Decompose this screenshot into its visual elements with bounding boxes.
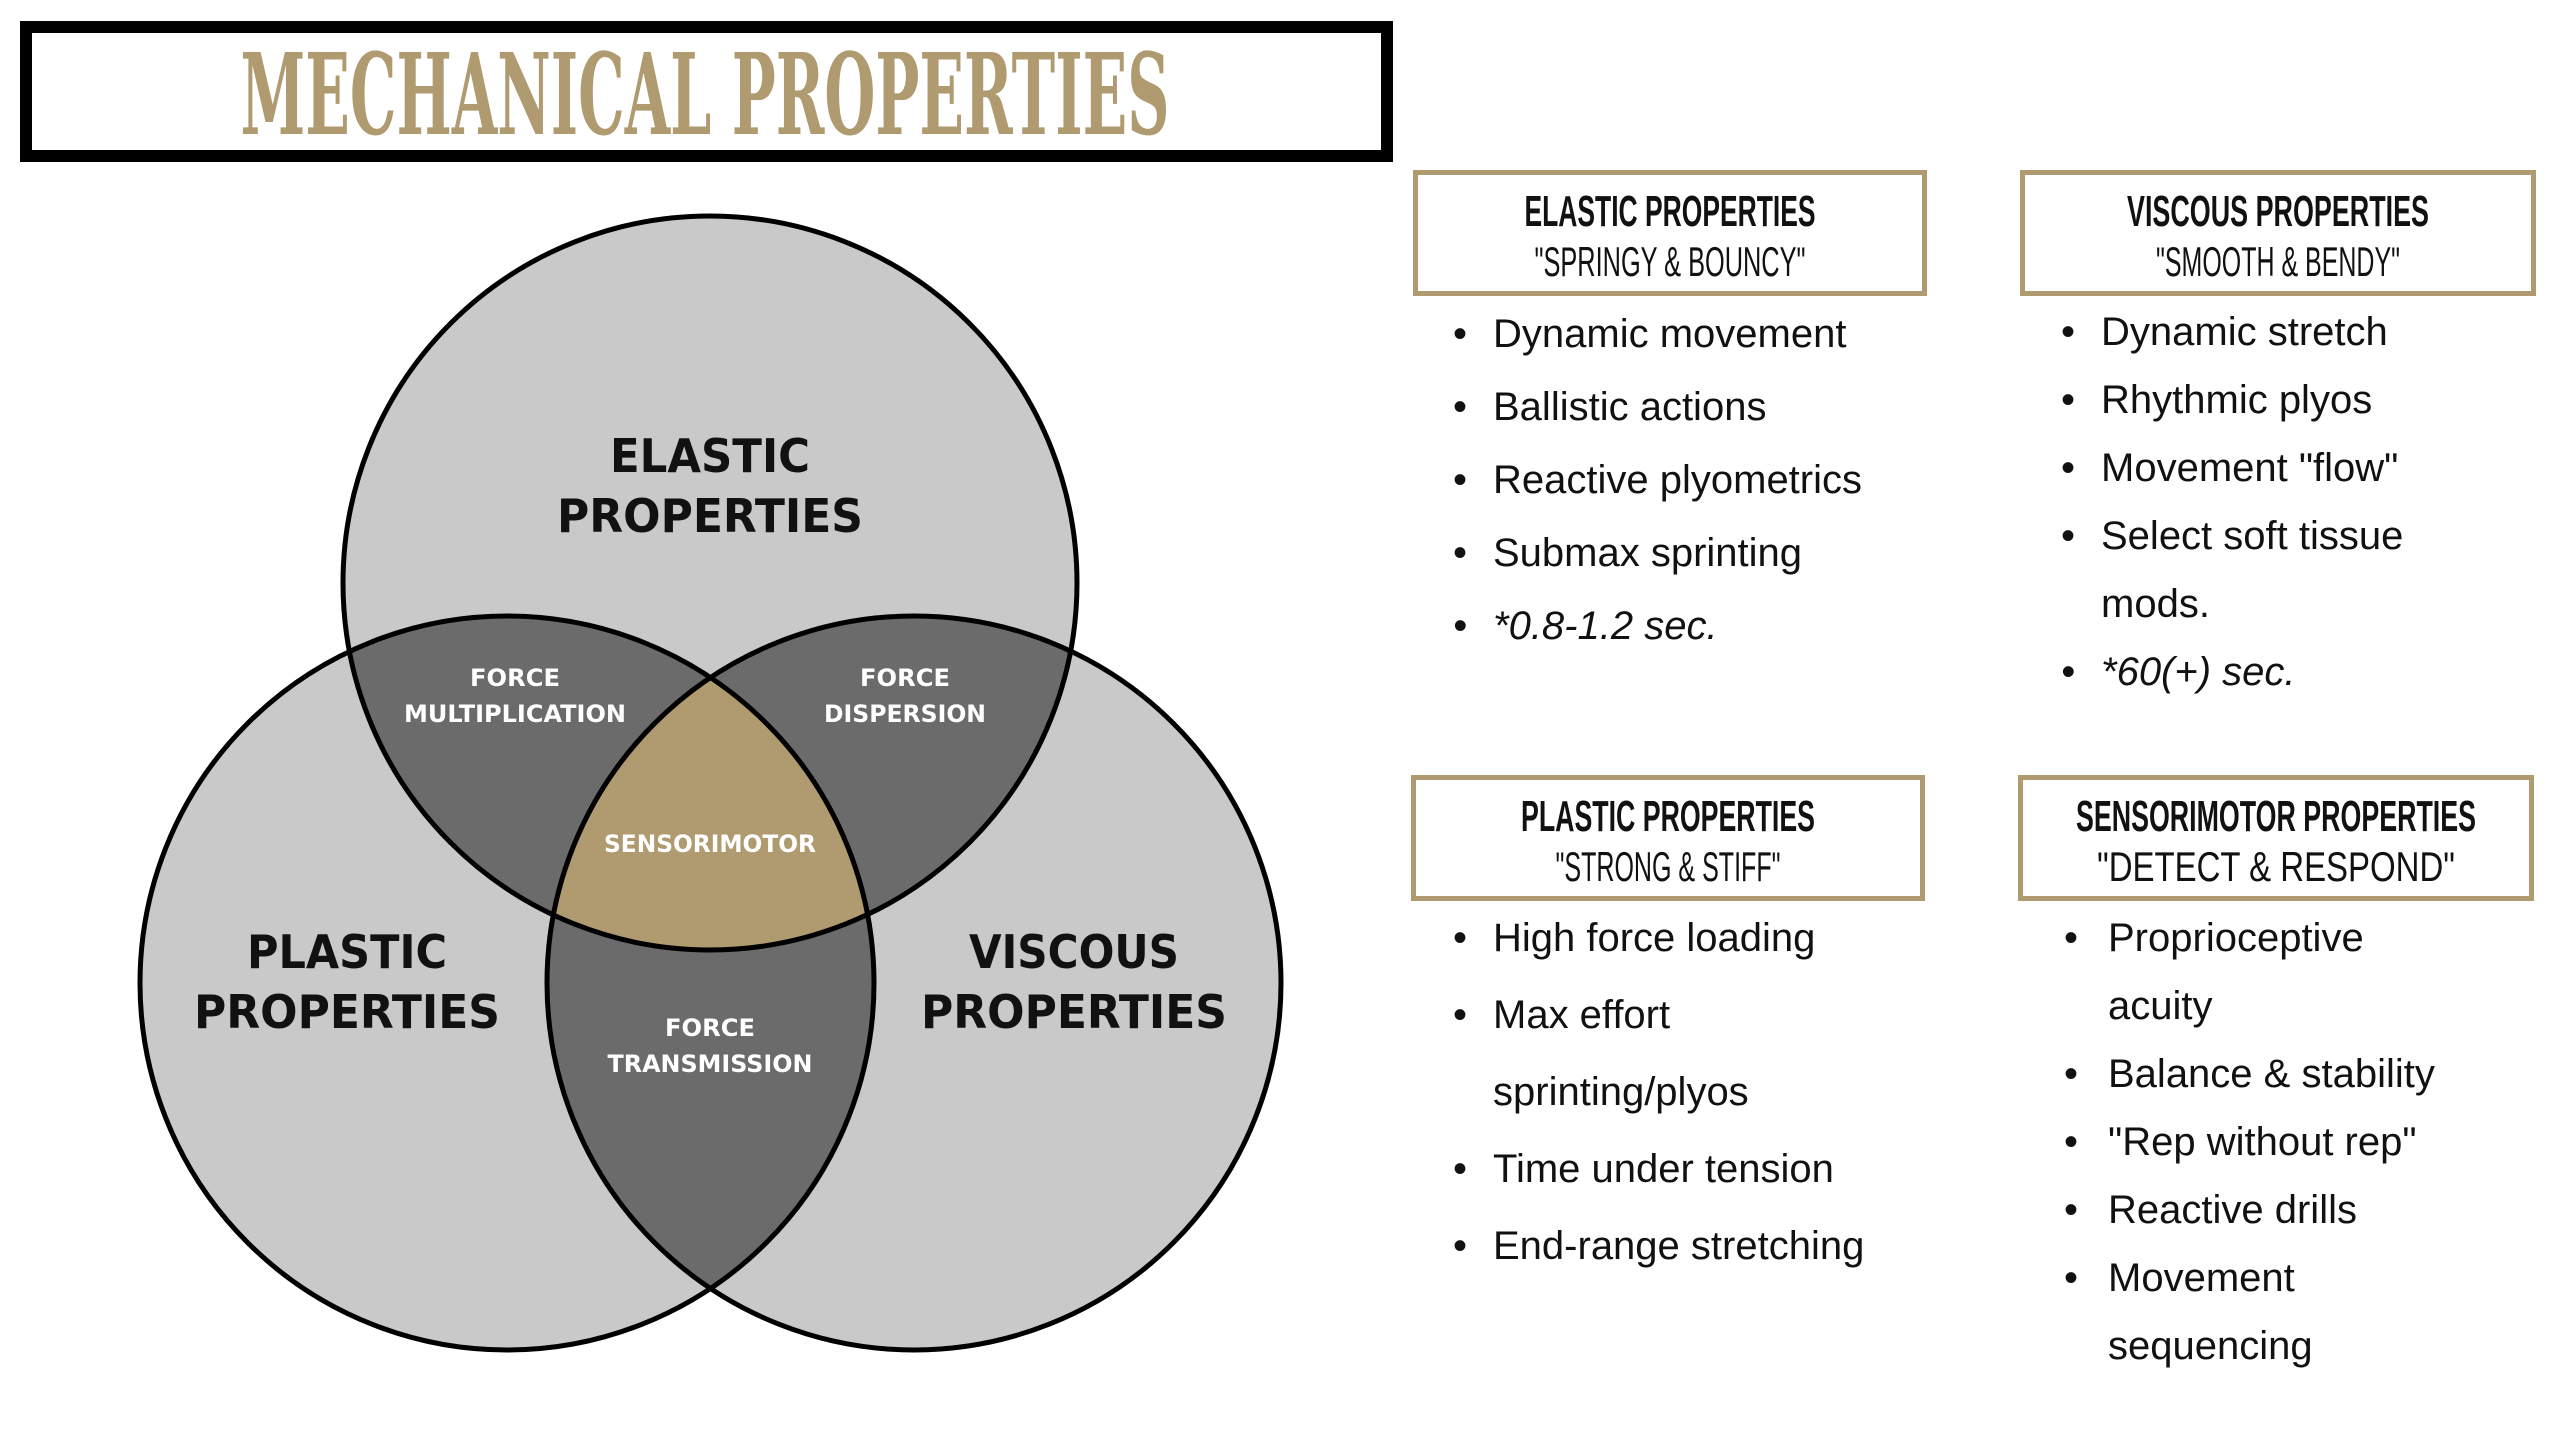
- plastic-title: PLASTIC PROPERTIES: [1521, 792, 1815, 841]
- elastic-header-box: ELASTIC PROPERTIES "SPRINGY & BOUNCY": [1413, 170, 1927, 296]
- viscous-list: Dynamic stretch Rhythmic plyos Movement …: [2061, 298, 2461, 706]
- venn-plastic-label-2: PROPERTIES: [194, 985, 500, 1039]
- sensorimotor-subtitle: "DETECT & RESPOND": [2097, 843, 2455, 890]
- list-item: Balance & stability: [2064, 1040, 2468, 1108]
- venn-viscous-label-1: VISCOUS: [969, 925, 1179, 979]
- sensorimotor-list: Proprioceptive acuity Balance & stabilit…: [2064, 904, 2468, 1380]
- force-dispersion-label-2: DISPERSION: [824, 700, 986, 728]
- viscous-subtitle: "SMOOTH & BENDY": [2156, 238, 2400, 285]
- venn-elastic-label-2: PROPERTIES: [557, 489, 863, 543]
- title-svg: MECHANICAL PROPERTIES: [241, 33, 1170, 150]
- sensorimotor-title: SENSORIMOTOR PROPERTIES: [2076, 792, 2476, 841]
- list-item: *60(+) sec.: [2061, 638, 2461, 706]
- list-item: Movement sequencing: [2064, 1244, 2468, 1380]
- viscous-header-box: VISCOUS PROPERTIES "SMOOTH & BENDY": [2020, 170, 2536, 296]
- plastic-list: High force loading Max effort sprinting/…: [1453, 900, 1913, 1285]
- list-item: Movement "flow": [2061, 434, 2461, 502]
- title-banner: MECHANICAL PROPERTIES: [20, 21, 1393, 162]
- list-item: Select soft tissue mods.: [2061, 502, 2461, 638]
- plastic-outline: [137, 613, 877, 1353]
- list-item: Dynamic movement: [1453, 298, 1913, 371]
- elastic-outline: [340, 213, 1080, 953]
- page-title: MECHANICAL PROPERTIES: [241, 33, 1170, 150]
- list-item: "Rep without rep": [2064, 1108, 2468, 1176]
- venn-viscous-label-2: PROPERTIES: [921, 985, 1227, 1039]
- sensorimotor-label: SENSORIMOTOR: [604, 830, 816, 858]
- sensorimotor-region: [547, 616, 874, 950]
- list-item: Dynamic stretch: [2061, 298, 2461, 366]
- list-item: End-range stretching: [1453, 1208, 1913, 1285]
- list-item: Max effort sprinting/plyos: [1453, 977, 1913, 1131]
- elastic-subtitle: "SPRINGY & BOUNCY": [1535, 238, 1806, 285]
- force-transmission-label-2: TRANSMISSION: [608, 1050, 813, 1078]
- plastic-header-box: PLASTIC PROPERTIES "STRONG & STIFF": [1411, 775, 1925, 901]
- elastic-list: Dynamic movement Ballistic actions React…: [1453, 298, 1913, 663]
- list-item: Proprioceptive acuity: [2064, 904, 2468, 1040]
- sensorimotor-header-box: SENSORIMOTOR PROPERTIES "DETECT & RESPON…: [2018, 775, 2534, 901]
- force-multiplication-label-2: MULTIPLICATION: [404, 700, 626, 728]
- list-item: Reactive plyometrics: [1453, 444, 1913, 517]
- list-item: Time under tension: [1453, 1131, 1913, 1208]
- list-item: High force loading: [1453, 900, 1913, 977]
- list-item: Reactive drills: [2064, 1176, 2468, 1244]
- force-multiplication-label-1: FORCE: [470, 664, 560, 692]
- list-item: Rhythmic plyos: [2061, 366, 2461, 434]
- list-item: *0.8-1.2 sec.: [1453, 590, 1913, 663]
- force-transmission-label-1: FORCE: [665, 1014, 755, 1042]
- force-dispersion-label-1: FORCE: [860, 664, 950, 692]
- viscous-outline: [544, 613, 1284, 1353]
- elastic-title: ELASTIC PROPERTIES: [1525, 187, 1816, 236]
- venn-elastic-label-1: ELASTIC: [610, 429, 810, 483]
- list-item: Submax sprinting: [1453, 517, 1913, 590]
- viscous-title: VISCOUS PROPERTIES: [2127, 187, 2429, 236]
- venn-diagram: ELASTIC PROPERTIES PLASTIC PROPERTIES VI…: [137, 213, 1284, 1353]
- venn-plastic-label-1: PLASTIC: [247, 925, 447, 979]
- list-item: Ballistic actions: [1453, 371, 1913, 444]
- plastic-subtitle: "STRONG & STIFF": [1556, 843, 1781, 890]
